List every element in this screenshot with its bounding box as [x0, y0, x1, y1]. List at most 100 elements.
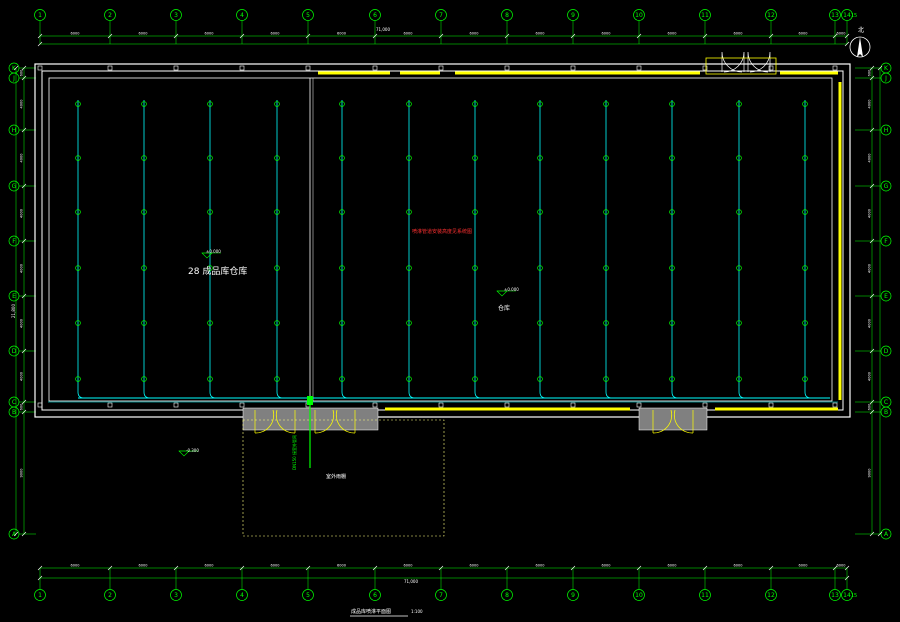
pipe-elbow [671, 391, 679, 399]
column-axis-label: 11 [701, 12, 709, 19]
dimension-text: 6000 [602, 32, 611, 36]
north-label: 北 [858, 26, 864, 34]
wall-layer [34, 63, 851, 418]
dimension-text: 6000 [71, 564, 80, 568]
sprinkler-head [339, 155, 345, 161]
sprinkler-head [537, 265, 543, 271]
door-layer [242, 51, 777, 537]
sprinkler-head [406, 376, 412, 382]
sprinkler-head [274, 155, 280, 161]
structural-column [570, 402, 576, 408]
sprinkler-head [207, 376, 213, 382]
structural-column [37, 402, 43, 408]
pipe-elbow [143, 391, 151, 399]
dimension-tick [702, 33, 708, 39]
row-axis-label: J [884, 75, 887, 82]
room-label-right: 仓库 [498, 304, 510, 312]
sprinkler-head [669, 265, 675, 271]
dimension-tick [21, 65, 27, 71]
dimension-tick [37, 33, 43, 39]
sprinkler-head [339, 209, 345, 215]
sprinkler-head [472, 209, 478, 215]
column-axis-label: 10 [635, 592, 643, 599]
sprinkler-head [207, 265, 213, 271]
dimension-text: 6000 [337, 564, 346, 568]
dimension-text: 6000 [71, 32, 80, 36]
column-axis-label: 5 [306, 12, 310, 19]
column-axis-label: 15 [851, 593, 857, 599]
column-axis-bubble [841, 589, 853, 601]
dimension-tick [13, 531, 19, 537]
dimension-text: 4000 [20, 319, 24, 328]
row-axis-label: F [12, 238, 16, 245]
column-axis-bubble [104, 9, 116, 21]
top-door-frame [705, 57, 777, 75]
dimension-tick [832, 565, 838, 571]
pipe-inlet-note: DN150 接室外管网 [291, 435, 297, 470]
sprinkler-head [472, 265, 478, 271]
dimension-text: 600 [868, 70, 872, 77]
column-axis-bubble [501, 9, 513, 21]
bottom-total-dimension: 71,000 [404, 579, 418, 584]
structural-column [239, 402, 245, 408]
column-axis-bubble [104, 589, 116, 601]
dimension-text: 4000 [20, 372, 24, 381]
sprinkler-head [274, 376, 280, 382]
pipe-valve [307, 396, 313, 405]
dimension-tick [37, 565, 43, 571]
dimension-text: 6000 [602, 564, 611, 568]
drawing-scale: 1:100 [411, 609, 423, 614]
dimension-text: 4000 [868, 372, 872, 381]
sprinkler-head [274, 101, 280, 107]
column-axis-label: 1 [38, 12, 42, 19]
structural-column [173, 402, 179, 408]
row-axis-label: B [12, 409, 16, 416]
sprinkler-head [141, 265, 147, 271]
sprinkler-head [802, 209, 808, 215]
sprinkler-head [802, 320, 808, 326]
door-swing [254, 409, 274, 434]
sprinkler-head [207, 320, 213, 326]
side-total-dimension: 21,800 [11, 304, 16, 318]
column-axis-bubble [829, 589, 841, 601]
dimension-tick [869, 293, 875, 299]
row-axis-label: D [12, 348, 17, 355]
dimension-tick [107, 33, 113, 39]
dimension-tick [239, 565, 245, 571]
door-swing [652, 409, 672, 434]
dimension-tick [636, 33, 642, 39]
structural-column [173, 65, 179, 71]
door-swing [723, 51, 745, 73]
door-swing [721, 51, 743, 73]
structural-column [504, 65, 510, 71]
dimension-text: 6000 [271, 32, 280, 36]
dimension-tick [21, 409, 27, 415]
column-axis-label: 1 [38, 592, 42, 599]
dimension-tick [844, 33, 850, 39]
sprinkler-head [736, 209, 742, 215]
annotation-layer: 28 成品库仓库 仓库 喷淋管道安装高度见系统图 ±0.000 ±0.000 -… [11, 26, 864, 615]
sprinkler-head [406, 101, 412, 107]
sprinkler-head [669, 376, 675, 382]
column-axis-label: 10 [635, 12, 643, 19]
structural-column [107, 402, 113, 408]
row-axis-label: G [12, 183, 17, 190]
pipe-elbow [474, 391, 482, 399]
sprinkler-head [603, 376, 609, 382]
sprinkler-head [802, 155, 808, 161]
sprinkler-head [406, 320, 412, 326]
dimension-tick [438, 33, 444, 39]
column-axis-label: 6 [373, 12, 377, 19]
dimension-text: 4000 [20, 154, 24, 163]
dimension-text: 9000 [20, 469, 24, 478]
column-axis-bubble [435, 9, 447, 21]
elevation-left: ±0.000 [206, 249, 221, 254]
sprinkler-head [603, 320, 609, 326]
dimension-text: 6000 [205, 32, 214, 36]
sprinkler-head [669, 101, 675, 107]
column-axis-bubble [699, 9, 711, 21]
row-axis-label: F [884, 238, 888, 245]
column-axis-bubble [170, 9, 182, 21]
sprinkler-head [472, 320, 478, 326]
